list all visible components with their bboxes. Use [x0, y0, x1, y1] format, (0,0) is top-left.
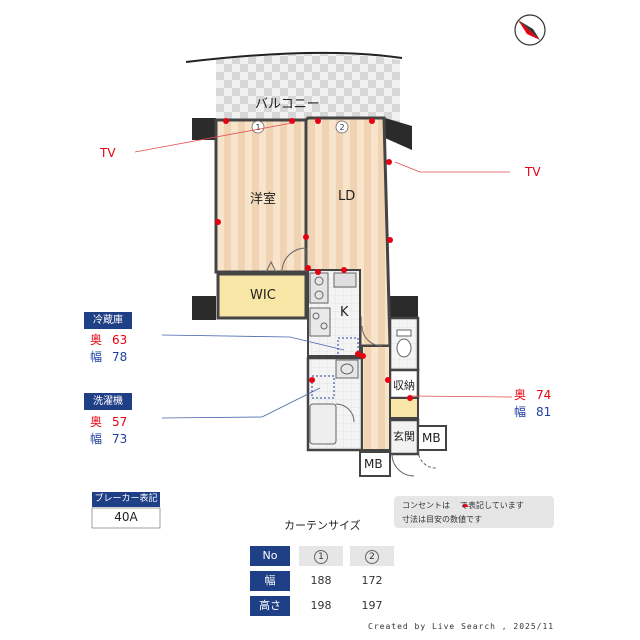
window-marker-2: 2: [335, 120, 349, 134]
fridge-width-value: 78: [112, 350, 128, 364]
corridor: [361, 345, 391, 451]
door-swing: [335, 403, 355, 423]
washer-width-label: 幅: [90, 432, 103, 446]
washer-space: [311, 375, 335, 399]
curtain-row-height-value-1: 198: [310, 599, 332, 612]
washer-depth-label: 奥: [90, 415, 103, 429]
curtain-header-1: 1: [299, 546, 343, 566]
notes-line-1-a: コンセントは: [402, 501, 450, 510]
wic-floor: [216, 272, 308, 320]
wall-block: [385, 118, 412, 150]
mb-right-label: MB: [422, 431, 441, 445]
tv-label-left: TV: [100, 146, 116, 160]
curtain-header-no: No: [250, 546, 290, 566]
curtain-row-width-value-1: 188: [310, 574, 332, 587]
washer-depth-value: 57: [112, 415, 128, 429]
living-label: LD: [338, 189, 356, 204]
western-room-label: 洋室: [250, 192, 277, 207]
mb-box-right: [417, 425, 447, 451]
window-marker-1: 1: [251, 120, 265, 134]
curtain-header-2-label: 2: [365, 550, 379, 564]
curtain-row-width-label: 幅: [250, 571, 290, 591]
notes-line-1: コンセントは で表記しています: [402, 500, 524, 511]
wall-block: [192, 296, 216, 320]
wic-label: WIC: [250, 288, 276, 303]
balcony-label: バルコニー: [255, 97, 320, 112]
notes-line-1-b: で表記しています: [460, 501, 524, 510]
washer-tag: 洗濯機: [84, 393, 132, 410]
right-width-label: 幅: [514, 405, 527, 419]
curtain-row-width-value-2: 172: [361, 574, 383, 587]
curtain-header-2: 2: [350, 546, 394, 566]
wall-block: [390, 296, 418, 318]
toilet: [396, 338, 412, 358]
breaker-box: [91, 507, 161, 529]
washer-width-value: 73: [112, 432, 128, 446]
curtain-row-height-value-2: 197: [361, 599, 383, 612]
mb-bottom-label: MB: [364, 457, 383, 471]
mb-box-bottom: [359, 451, 391, 477]
fridge-depth-value: 63: [112, 333, 128, 347]
door-swing: [281, 247, 307, 273]
notes-box: [394, 496, 554, 528]
window-marker-2-label: 2: [339, 123, 344, 132]
window-marker-1-label: 1: [255, 123, 260, 132]
curtain-header-1-label: 1: [314, 550, 328, 564]
storage-shelf: [389, 397, 419, 419]
breaker-value: 40A: [114, 510, 138, 524]
right-depth-label: 奥: [514, 388, 527, 402]
credit-text: Created by Live Search , 2025/11: [368, 622, 555, 631]
balcony-floor: [216, 54, 400, 130]
fridge-width-label: 幅: [90, 350, 103, 364]
washbasin: [335, 359, 359, 379]
kitchen-label: K: [340, 305, 349, 320]
outlet-markers: [215, 118, 413, 401]
fridge-depth-label: 奥: [90, 333, 103, 347]
breaker-tag: ブレーカー表記: [92, 492, 160, 507]
door-swing: [391, 453, 415, 477]
door-swing: [361, 325, 383, 347]
balcony-rail: [185, 51, 403, 63]
tv-label-right: TV: [525, 165, 541, 179]
outlet-legend-icon: [462, 504, 468, 507]
right-depth-value: 74: [536, 388, 552, 402]
sink: [309, 307, 331, 337]
wall-block: [192, 118, 216, 140]
door-swing: [417, 449, 437, 469]
right-width-value: 81: [536, 405, 552, 419]
western-room-floor: [214, 118, 308, 274]
curtain-title: カーテンサイズ: [284, 519, 361, 532]
entrance-label: 玄関: [393, 430, 415, 443]
fridge-tag: 冷蔵庫: [84, 312, 132, 329]
storage-label: 収納: [393, 379, 415, 392]
bathtub: [309, 403, 337, 445]
curtain-row-height-label: 高さ: [250, 596, 290, 616]
compass-icon: [514, 14, 546, 46]
notes-line-2: 寸法は目安の数値です: [402, 515, 482, 524]
